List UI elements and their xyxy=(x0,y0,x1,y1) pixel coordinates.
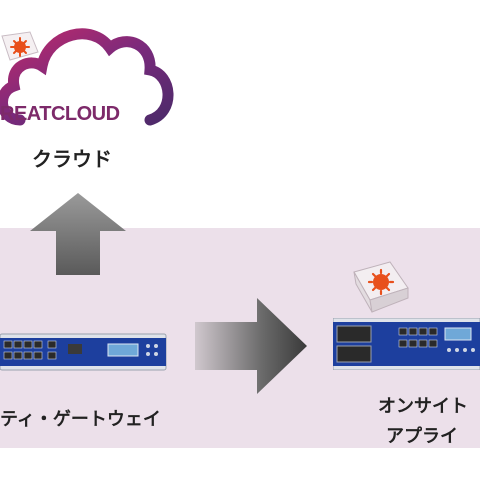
brand-logo-text: REATCLOUD xyxy=(0,103,120,125)
arrow-right-icon xyxy=(195,298,307,394)
bug-icon xyxy=(1,31,39,61)
gateway-appliance xyxy=(0,333,167,371)
onsite-appliance xyxy=(333,318,480,370)
onsite-label-line2: アプライ xyxy=(386,426,458,447)
cloud-label: クラウド xyxy=(32,147,112,171)
arrow-up-icon xyxy=(30,193,126,275)
bug-icon xyxy=(353,261,409,313)
onsite-label-line1: オンサイト xyxy=(378,396,468,417)
gateway-label: ティ・ゲートウェイ xyxy=(0,409,161,430)
cloud-logo xyxy=(0,28,174,126)
